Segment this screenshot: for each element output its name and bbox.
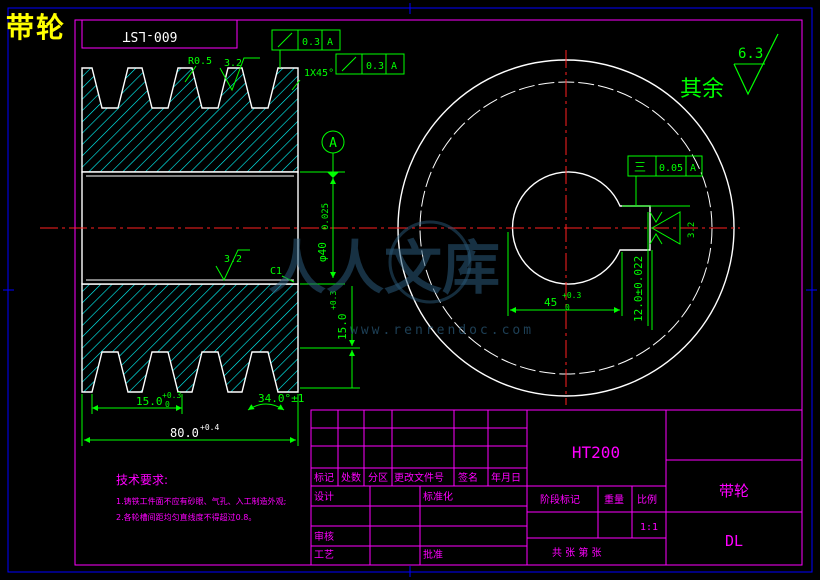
chamfer-leader	[291, 79, 301, 91]
tb-stage: 阶段标记	[540, 493, 580, 506]
tb-code: DL	[725, 532, 743, 550]
roughness-value: 6.3	[738, 46, 763, 62]
gdt1-value: 0.3	[302, 37, 320, 48]
gdt2-value: 0.3	[366, 61, 384, 72]
tb-approve: 批准	[423, 548, 443, 561]
title-badge: 带轮	[6, 11, 67, 44]
dim-pitch-value: 15.0	[136, 395, 163, 408]
dim-width-tol: +0.4	[200, 423, 219, 432]
tb-rev-3: 更改文件号	[394, 471, 444, 484]
dim-depth-value: 12.0±0.022	[632, 256, 645, 322]
dim-angle-arc	[247, 403, 285, 411]
gdt3-symbol: 三	[634, 160, 646, 174]
keyway-surface-symbol	[650, 211, 681, 245]
tb-rev-5: 年月日	[491, 471, 521, 484]
dim-pitch-tol: +0.3	[162, 391, 181, 400]
bore-keyway	[511, 171, 651, 285]
watermark-ring	[388, 220, 472, 304]
tb-rev-4: 签名	[458, 471, 478, 484]
dim-width-value: 80.0	[170, 426, 199, 440]
tb-review: 审核	[314, 530, 334, 543]
dim-rim-value: 15.0	[336, 314, 349, 341]
chamfer-label: 1X45°	[304, 68, 334, 79]
datum-a-triangle	[327, 172, 339, 178]
surface-symbol-top	[219, 57, 260, 92]
radius-leader	[184, 65, 197, 83]
tb-weight: 重量	[604, 493, 624, 506]
tb-scale: 1:1	[640, 522, 658, 533]
c1-leader	[281, 275, 295, 283]
notes-item-1: 1.铸铁工件面不应有砂眼、气孔、入工制造外观;	[116, 496, 286, 506]
lower-body	[81, 283, 299, 393]
tb-process: 工艺	[314, 549, 334, 561]
gdt-frame-1: 0.3 A	[271, 29, 341, 68]
tb-standardize: 标准化	[423, 490, 453, 503]
roughness-label: 其余	[680, 77, 724, 102]
tb-rev-2: 分区	[368, 472, 388, 484]
tb-part-name: 带轮	[719, 482, 749, 500]
end-view: 45 +0.3 0 12.0±0.022 三 0.05 A 3.2	[390, 50, 740, 405]
watermark-text: 人人文库	[268, 234, 500, 302]
datum-a-label: A	[329, 136, 337, 151]
gdt-frame-3	[627, 155, 703, 177]
tb-design: 设计	[314, 490, 334, 503]
dim-angle-value: 34.0°±1	[258, 392, 304, 405]
radius-label: R0.5	[188, 56, 212, 67]
dim-key-value: 45	[544, 296, 557, 309]
keyway-surface-mark: 3.2	[687, 222, 697, 238]
gdt2-datum: A	[391, 61, 397, 72]
gdt-frame-2: 0.3 A	[335, 53, 405, 75]
keyway-arrows	[649, 211, 663, 245]
notes-heading: 技术要求:	[116, 473, 168, 487]
notes-item-2: 2.各轮槽间距均匀直线度不得超过0.8。	[116, 512, 256, 522]
surface-symbol-bore	[215, 249, 250, 282]
drawing-no: 600-LST	[122, 28, 177, 43]
drawing-no-box	[81, 19, 238, 49]
chamfer-c1: C1	[270, 266, 282, 277]
roughness-symbol	[733, 33, 779, 96]
runout-icon-2	[341, 56, 357, 72]
dim-rim-tol: +0.3	[329, 291, 338, 310]
dim-key-zero: 0	[565, 303, 570, 312]
dim-key-tol: +0.3	[562, 291, 581, 300]
title-block	[310, 409, 803, 566]
tb-scale-label: 比例	[637, 493, 657, 506]
section-view: R0.5 3.2 1X45° 3.2 C1 A φ40 0.025 15.0 +…	[40, 56, 400, 446]
dim-bore-tol: 0.025	[321, 203, 331, 230]
tb-rev-1: 处数	[341, 471, 361, 484]
gdt3-value: 0.05	[659, 163, 683, 174]
dim-pitch-zero: 0	[165, 400, 170, 409]
upper-body	[81, 67, 299, 173]
tb-sheet: 共 张 第 张	[552, 546, 602, 559]
dim-bore-value: φ40	[316, 242, 329, 262]
gdt1-datum: A	[327, 37, 333, 48]
watermark-url: www.renrendoc.com	[350, 323, 534, 338]
tb-material: HT200	[572, 443, 620, 462]
surface-mark-top: 3.2	[224, 58, 242, 69]
runout-icon	[277, 32, 293, 48]
tb-rev-0: 标记	[314, 472, 334, 484]
gdt3-datum: A	[690, 163, 696, 174]
